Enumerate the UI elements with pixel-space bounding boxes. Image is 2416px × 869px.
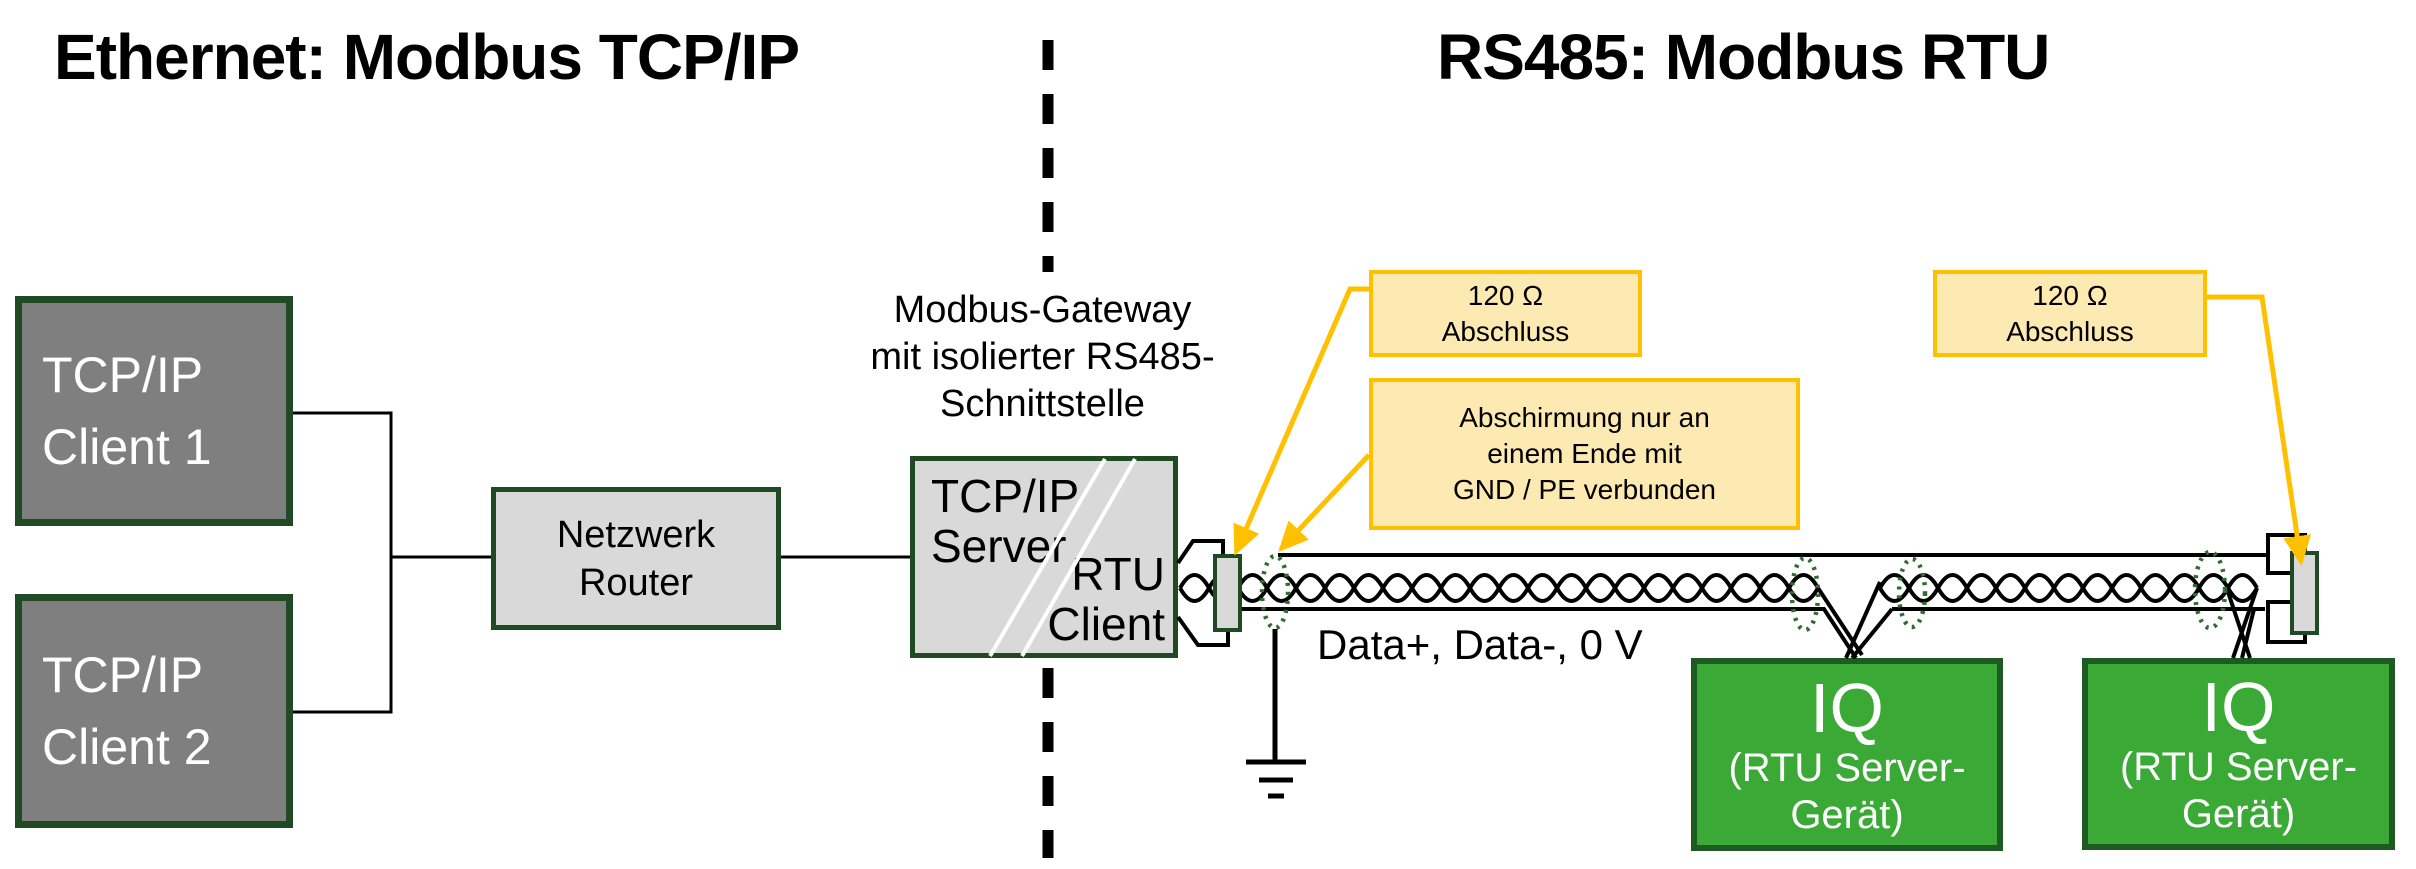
gateway-rtu-client-label: RTU Client [1047, 549, 1165, 649]
network-router-line1: Netzwerk [556, 513, 716, 556]
bus-drop-wires-iq2 [2226, 587, 2259, 659]
termination-resistor-right [2290, 551, 2319, 635]
bus-drop-wires-iq1 [1816, 581, 1894, 660]
iq-2-name: IQ [2201, 668, 2276, 746]
gateway-tcp-line1: TCP/IP [931, 470, 1080, 522]
gateway-rtu-line2: Client [1047, 598, 1165, 650]
shield-ellipse-drop1-left [1789, 555, 1821, 633]
tcpip-client-1-box: TCP/IP Client 1 [15, 296, 293, 526]
gateway-caption-line1: Modbus-Gateway [893, 289, 1192, 331]
termination-right-arrow [2207, 294, 2312, 566]
twisted-pair-cable [1178, 573, 2259, 603]
shield-ellipse-drop1-right [1896, 556, 1928, 630]
shield-grounding-callout: Abschirmung nur an einem Ende mit GND / … [1369, 378, 1800, 530]
shield-ellipse-gateway-end [1259, 553, 1291, 631]
ground-icon [1246, 629, 1306, 799]
shield-callout-line1: Abschirmung nur an [1459, 402, 1710, 433]
iq-2-sub-line2: Gerät) [2181, 792, 2296, 836]
termination-callout-left-line2: Abschluss [1441, 315, 1570, 347]
gateway-caption-line2: mit isolierter RS485- [870, 336, 1215, 378]
tcpip-client-2-box: TCP/IP Client 2 [15, 594, 293, 828]
rs485-section-title: RS485: Modbus RTU [1437, 21, 2050, 93]
termination-callout-left: 120 Ω Abschluss [1369, 270, 1642, 357]
network-router-line2: Router [578, 561, 694, 604]
tcpip-client-1-line2: Client 1 [42, 419, 212, 475]
gateway-caption: Modbus-Gateway mit isolierter RS485- Sch… [850, 287, 1235, 428]
termination-callout-right-line1: 120 Ω [2032, 279, 2108, 311]
modbus-gateway-box: TCP/IP Server RTU Client [910, 456, 1178, 658]
iq-rtu-server-1-box: IQ (RTU Server- Gerät) [1691, 658, 2003, 851]
iq-1-sub-line1: (RTU Server- [1728, 745, 1966, 790]
termination-resistor-left [1213, 554, 1242, 632]
tcpip-client-2-line1: TCP/IP [42, 647, 204, 703]
network-router-box: Netzwerk Router [491, 487, 781, 630]
termination-left-arrow [1233, 286, 1369, 556]
shield-callout-line2: einem Ende mit [1487, 438, 1682, 469]
shield-ellipse-far-end [2192, 549, 2228, 631]
termination-callout-right-line2: Abschluss [2006, 315, 2134, 347]
iq-rtu-server-2-box: IQ (RTU Server- Gerät) [2082, 658, 2395, 850]
bus-connector-left [1176, 539, 1230, 647]
tcpip-client-1-line1: TCP/IP [42, 347, 204, 403]
tcpip-client-2-line2: Client 2 [42, 719, 212, 775]
gateway-caption-line3: Schnittstelle [940, 383, 1145, 425]
iq-1-name: IQ [1810, 668, 1884, 747]
iq-2-sub-line1: (RTU Server- [2119, 745, 2358, 789]
ethernet-section-title: Ethernet: Modbus TCP/IP [54, 21, 800, 93]
shield-callout-line3: GND / PE verbunden [1452, 474, 1717, 505]
shield-connection-ellipses [1259, 549, 2228, 633]
bus-connector-right [2266, 533, 2307, 644]
termination-callout-right: 120 Ω Abschluss [1933, 270, 2207, 357]
iq-1-sub-line2: Gerät) [1790, 792, 1904, 837]
termination-callout-left-line1: 120 Ω [1467, 279, 1544, 311]
gateway-rtu-line1: RTU [1071, 548, 1165, 600]
bus-signals-label: Data+, Data-, 0 V [1317, 621, 1643, 668]
shield-callout-arrow [1278, 453, 1371, 552]
